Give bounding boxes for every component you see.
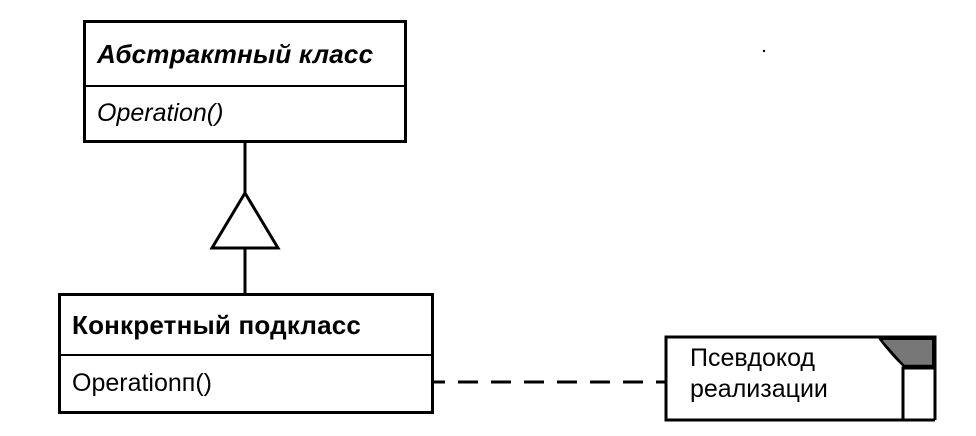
generalization-arrow [209, 190, 281, 250]
abstract-class-name: Абстрактный класс [86, 23, 404, 87]
abstract-class-box: Абстрактный класс Operation() [83, 20, 407, 143]
concrete-class-operation: Operationп() [72, 369, 212, 397]
concrete-class-name: Конкретный подкласс [61, 296, 431, 356]
stray-dot [762, 49, 766, 53]
abstract-class-operation: Operation() [97, 99, 224, 127]
concrete-class-box: Конкретный подкласс Operationп() [58, 293, 434, 414]
note-fold-edge [879, 338, 933, 368]
note-text-line-2: реализации [690, 375, 828, 403]
note-text-line-1: Псевдокод [690, 344, 816, 372]
note-text: Псевдокод реализации [690, 343, 828, 405]
